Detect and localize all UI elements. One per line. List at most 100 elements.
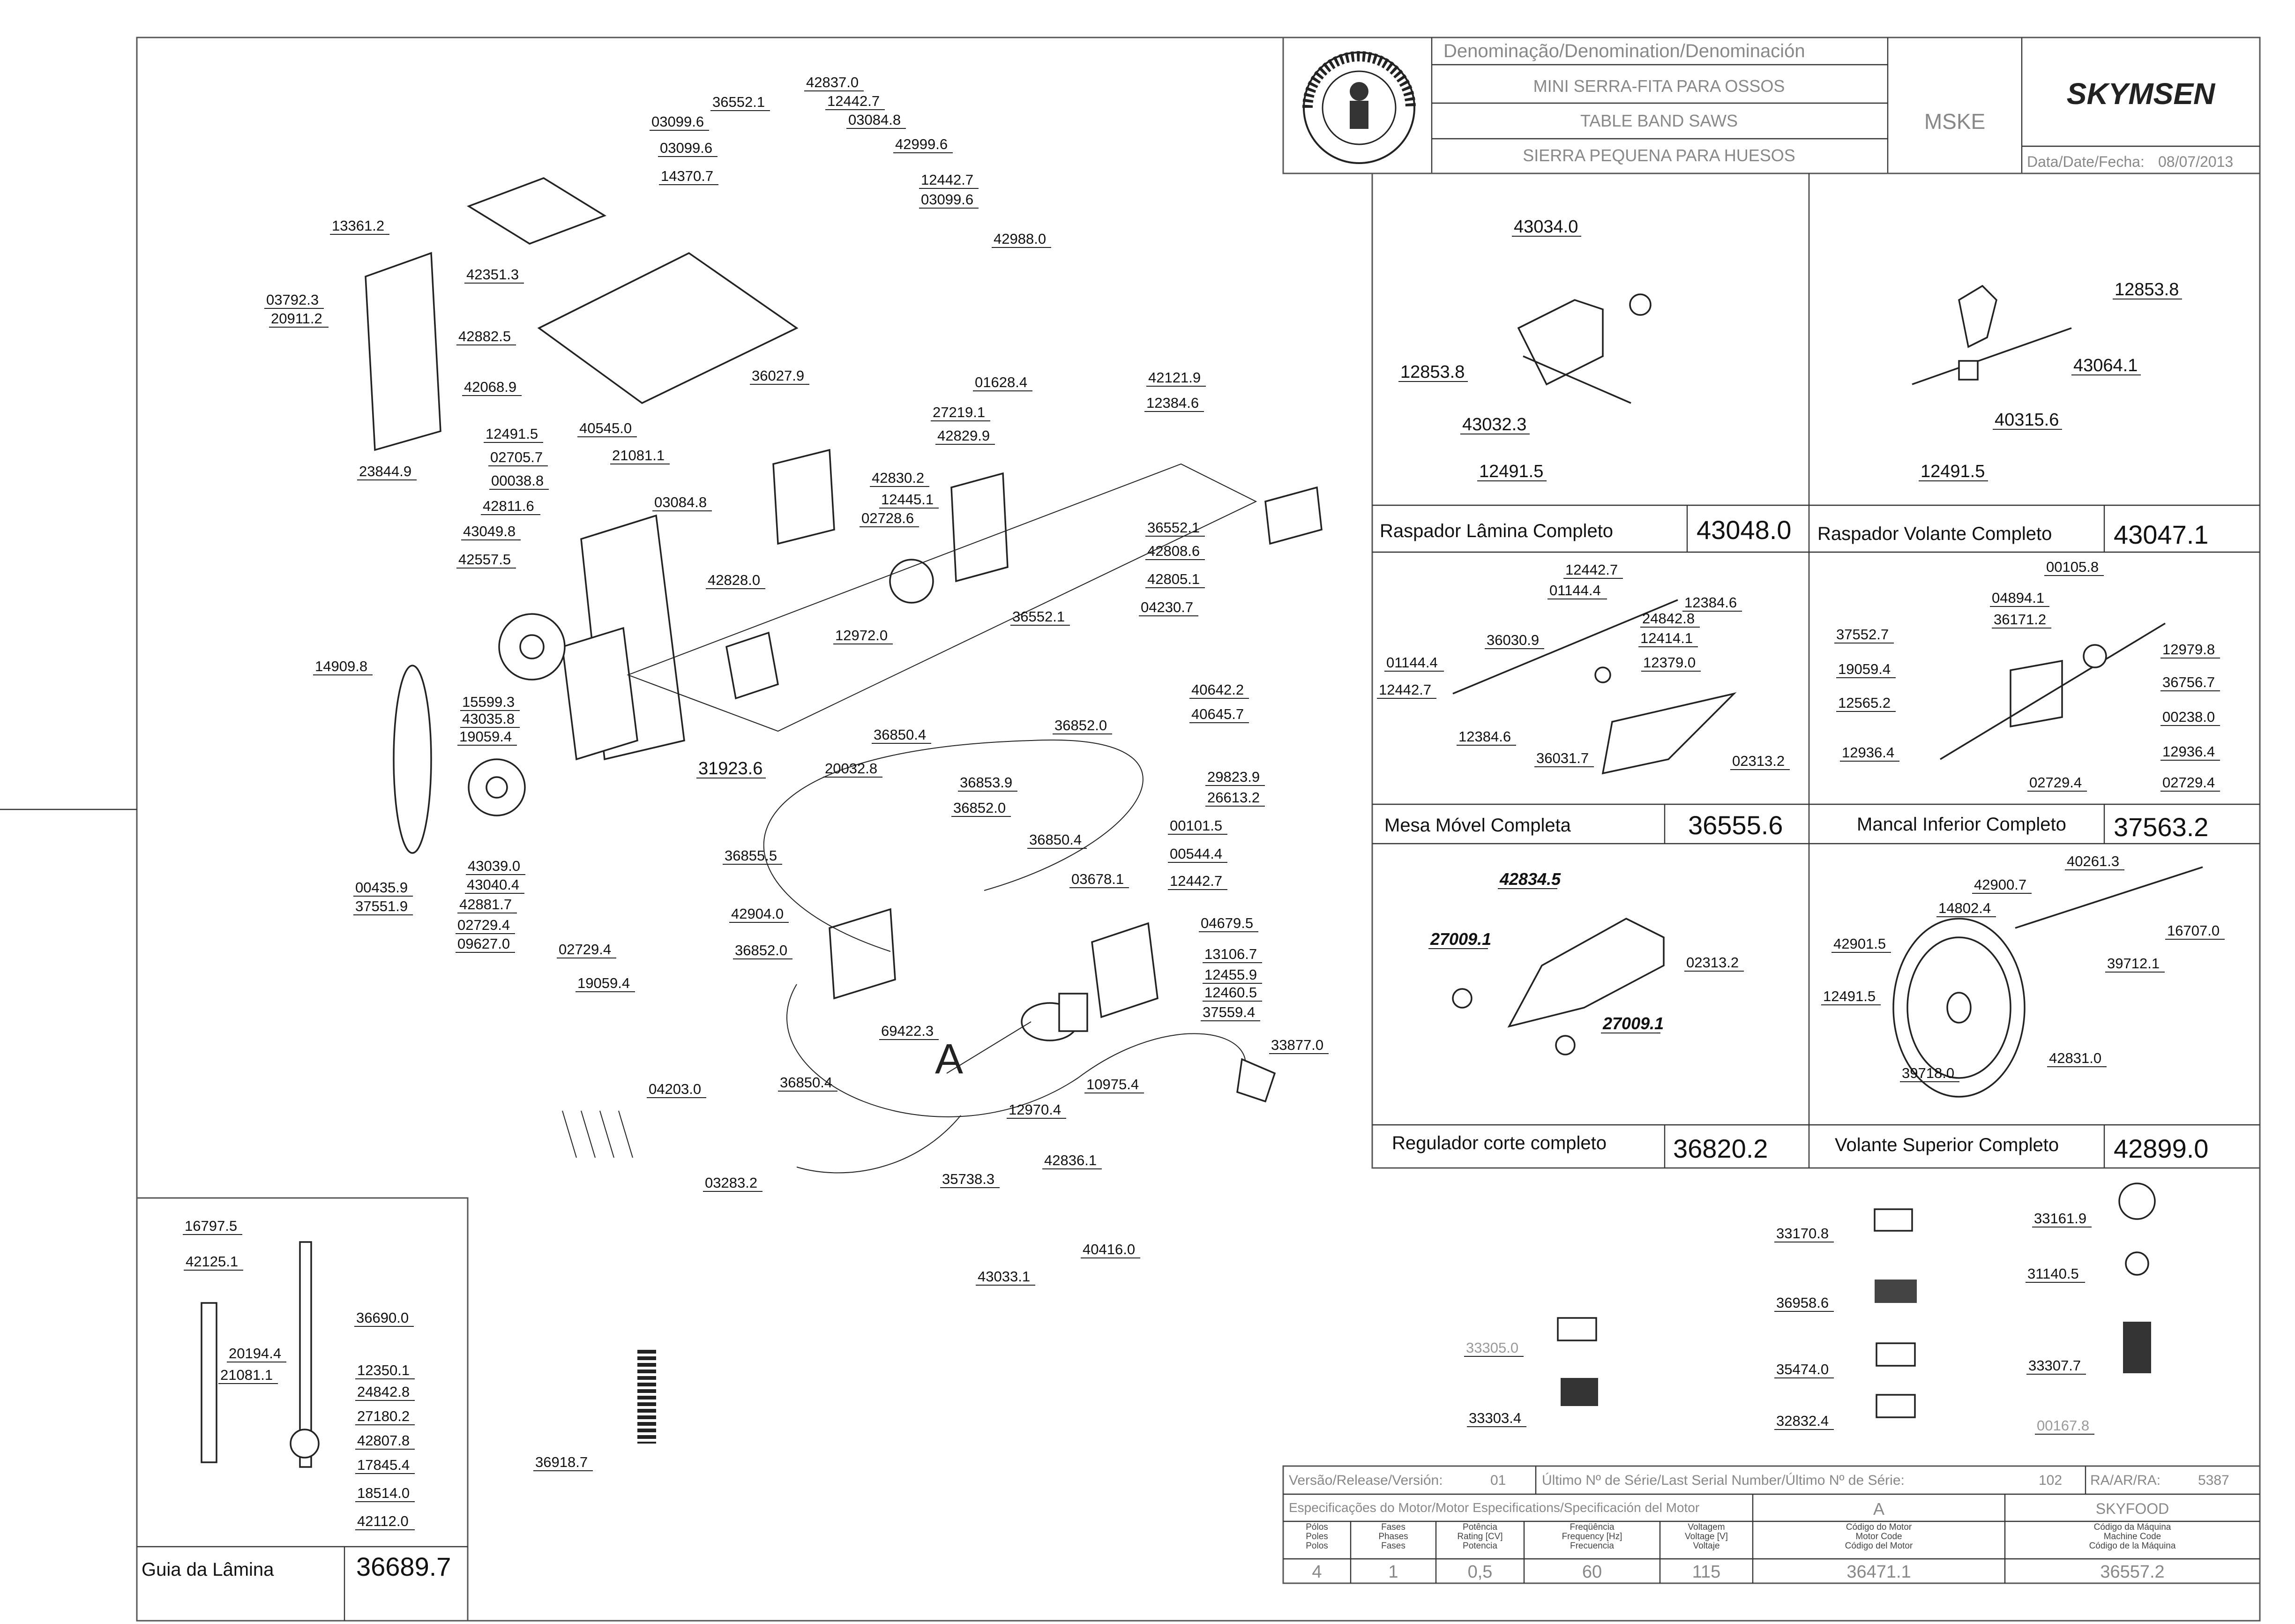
- svg-text:69422.3: 69422.3: [881, 1023, 934, 1039]
- svg-text:43049.8: 43049.8: [463, 523, 516, 539]
- svg-text:12379.0: 12379.0: [1643, 654, 1696, 671]
- sticker-label: 31140.5: [2026, 1265, 2085, 1283]
- svg-text:12853.8: 12853.8: [2115, 280, 2179, 299]
- panel-title-raspador-lamina: Raspador Lâmina Completo: [1380, 521, 1613, 541]
- part-label: 43049.8: [461, 523, 521, 540]
- panel-part-label-volante-superior: 12491.5: [1821, 988, 1881, 1005]
- panel-part-label-raspador-lamina: 12853.8: [1398, 362, 1468, 382]
- panel-title-raspador-volante: Raspador Volante Completo: [1817, 524, 2052, 544]
- svg-text:33877.0: 33877.0: [1271, 1037, 1323, 1053]
- panel-part-label-volante-superior: 40261.3: [2065, 853, 2124, 870]
- svg-text:42900.7: 42900.7: [1974, 876, 2026, 893]
- footer-column-value: 4: [1312, 1562, 1322, 1582]
- svg-text:33305.0: 33305.0: [1466, 1340, 1518, 1356]
- svg-text:36958.6: 36958.6: [1776, 1295, 1829, 1311]
- part-label: 20032.8: [823, 760, 882, 778]
- footer-column-value: 36557.2: [2100, 1562, 2164, 1582]
- part-label: 14909.8: [313, 658, 373, 675]
- panel-part-label-mancal-inferior: 36171.2: [1992, 611, 2051, 629]
- part-label: 13106.7: [1203, 946, 1262, 963]
- part-label: 42829.9: [935, 427, 995, 445]
- svg-text:12455.9: 12455.9: [1204, 966, 1257, 983]
- svg-text:12972.0: 12972.0: [835, 627, 888, 644]
- svg-text:12491.5: 12491.5: [1921, 462, 1985, 481]
- part-label: 00038.8: [489, 472, 549, 490]
- date-label: Data/Date/Fecha:: [2027, 153, 2145, 170]
- panel-part-label-mesa-movel: 12379.0: [1641, 654, 1701, 672]
- svg-text:33161.9: 33161.9: [2034, 1210, 2086, 1227]
- svg-text:42125.1: 42125.1: [186, 1253, 238, 1270]
- svg-text:42830.2: 42830.2: [872, 470, 924, 486]
- part-label: 36552.1: [710, 94, 770, 111]
- part-label: 03283.2: [703, 1175, 763, 1192]
- footer-column-header: Potencia: [1463, 1541, 1497, 1551]
- part-label: 12455.9: [1203, 966, 1262, 984]
- panel-part-label-mesa-movel: 02313.2: [1730, 753, 1790, 770]
- ra-value: 5387: [2198, 1473, 2229, 1488]
- svg-text:00038.8: 00038.8: [491, 472, 544, 489]
- panel-part-label-guia-lamina: 24842.8: [355, 1384, 415, 1401]
- svg-text:36852.0: 36852.0: [953, 800, 1006, 816]
- part-label: 40545.0: [577, 420, 637, 437]
- panel-code-regulador-corte: 36820.2: [1673, 1134, 1768, 1163]
- panel-part-label-volante-superior: 42901.5: [1832, 935, 1891, 953]
- panel-part-label-mancal-inferior: 04894.1: [1990, 590, 2049, 607]
- part-label: 00544.4: [1168, 846, 1227, 863]
- part-label: 36855.5: [723, 847, 782, 865]
- ra-label: RA/AR/RA:: [2090, 1473, 2160, 1488]
- panel-part-label-guia-lamina: 12350.1: [355, 1362, 415, 1379]
- panel-part-label-mesa-movel: 12414.1: [1638, 630, 1698, 647]
- svg-text:27219.1: 27219.1: [933, 404, 985, 420]
- svg-text:23844.9: 23844.9: [359, 463, 411, 479]
- svg-text:32832.4: 32832.4: [1776, 1413, 1829, 1429]
- part-label: 42811.6: [481, 498, 540, 515]
- footer-table: Versão/Release/Versión: 01 Último Nº de …: [1282, 1465, 2261, 1584]
- footer-column-header: Pólos: [1306, 1522, 1328, 1532]
- svg-text:42834.5: 42834.5: [1499, 869, 1561, 889]
- svg-text:13106.7: 13106.7: [1204, 946, 1257, 962]
- panel-part-label-mancal-inferior: 00238.0: [2160, 709, 2220, 726]
- svg-text:14909.8: 14909.8: [315, 658, 367, 674]
- svg-text:02728.6: 02728.6: [861, 510, 914, 526]
- svg-text:42988.0: 42988.0: [994, 231, 1046, 247]
- panel-part-label-mesa-movel: 12384.6: [1457, 728, 1516, 746]
- svg-text:42808.6: 42808.6: [1147, 543, 1200, 559]
- part-label: 00101.5: [1168, 817, 1227, 835]
- footer-column-header: Código do Motor: [1846, 1522, 1912, 1532]
- part-label: 02729.4: [557, 941, 616, 958]
- sticker-label: 33161.9: [2032, 1210, 2092, 1227]
- part-label: 12445.1: [879, 491, 939, 509]
- part-label: 03099.6: [919, 191, 979, 209]
- part-label: 42351.3: [464, 266, 524, 284]
- svg-text:39718.0: 39718.0: [1902, 1065, 1954, 1081]
- part-label: 42557.5: [456, 551, 516, 569]
- footer-column-header: Machine Code: [2104, 1532, 2161, 1542]
- name-es: SIERRA PEQUENA PARA HUESOS: [1523, 146, 1795, 165]
- panel-title-guia-lamina: Guia da Lâmina: [142, 1559, 274, 1580]
- svg-text:16707.0: 16707.0: [2167, 922, 2220, 939]
- part-label: 42828.0: [706, 572, 765, 589]
- svg-text:31923.6: 31923.6: [698, 759, 763, 778]
- guia-lamina-panel: Guia da Lâmina 36689.7: [136, 1197, 469, 1622]
- part-label: 42808.6: [1145, 543, 1205, 560]
- part-label: 12442.7: [1168, 873, 1227, 890]
- panel-drawings: [1452, 284, 2203, 1098]
- panel-part-label-guia-lamina: 42125.1: [184, 1253, 243, 1271]
- part-label: 42837.0: [804, 74, 864, 91]
- footer-column-value: 36471.1: [1846, 1562, 1911, 1582]
- panel-part-label-mancal-inferior: 19059.4: [1836, 661, 1896, 678]
- svg-text:09627.0: 09627.0: [457, 935, 510, 952]
- svg-text:42836.1: 42836.1: [1044, 1152, 1097, 1168]
- svg-text:03099.6: 03099.6: [660, 140, 712, 156]
- svg-text:12414.1: 12414.1: [1640, 630, 1693, 646]
- svg-text:04679.5: 04679.5: [1201, 915, 1253, 931]
- sticker-label: 36958.6: [1774, 1295, 1834, 1312]
- part-label: 02705.7: [488, 449, 548, 466]
- footer-column-header: Phases: [1378, 1532, 1408, 1542]
- svg-text:24842.8: 24842.8: [1642, 610, 1695, 627]
- svg-text:01628.4: 01628.4: [975, 374, 1027, 390]
- part-label: 69422.3: [879, 1023, 939, 1040]
- svg-text:36852.0: 36852.0: [735, 942, 787, 958]
- panel-part-label-mesa-movel: 36031.7: [1534, 750, 1594, 767]
- panel-title-mesa-movel: Mesa Móvel Completa: [1384, 815, 1571, 836]
